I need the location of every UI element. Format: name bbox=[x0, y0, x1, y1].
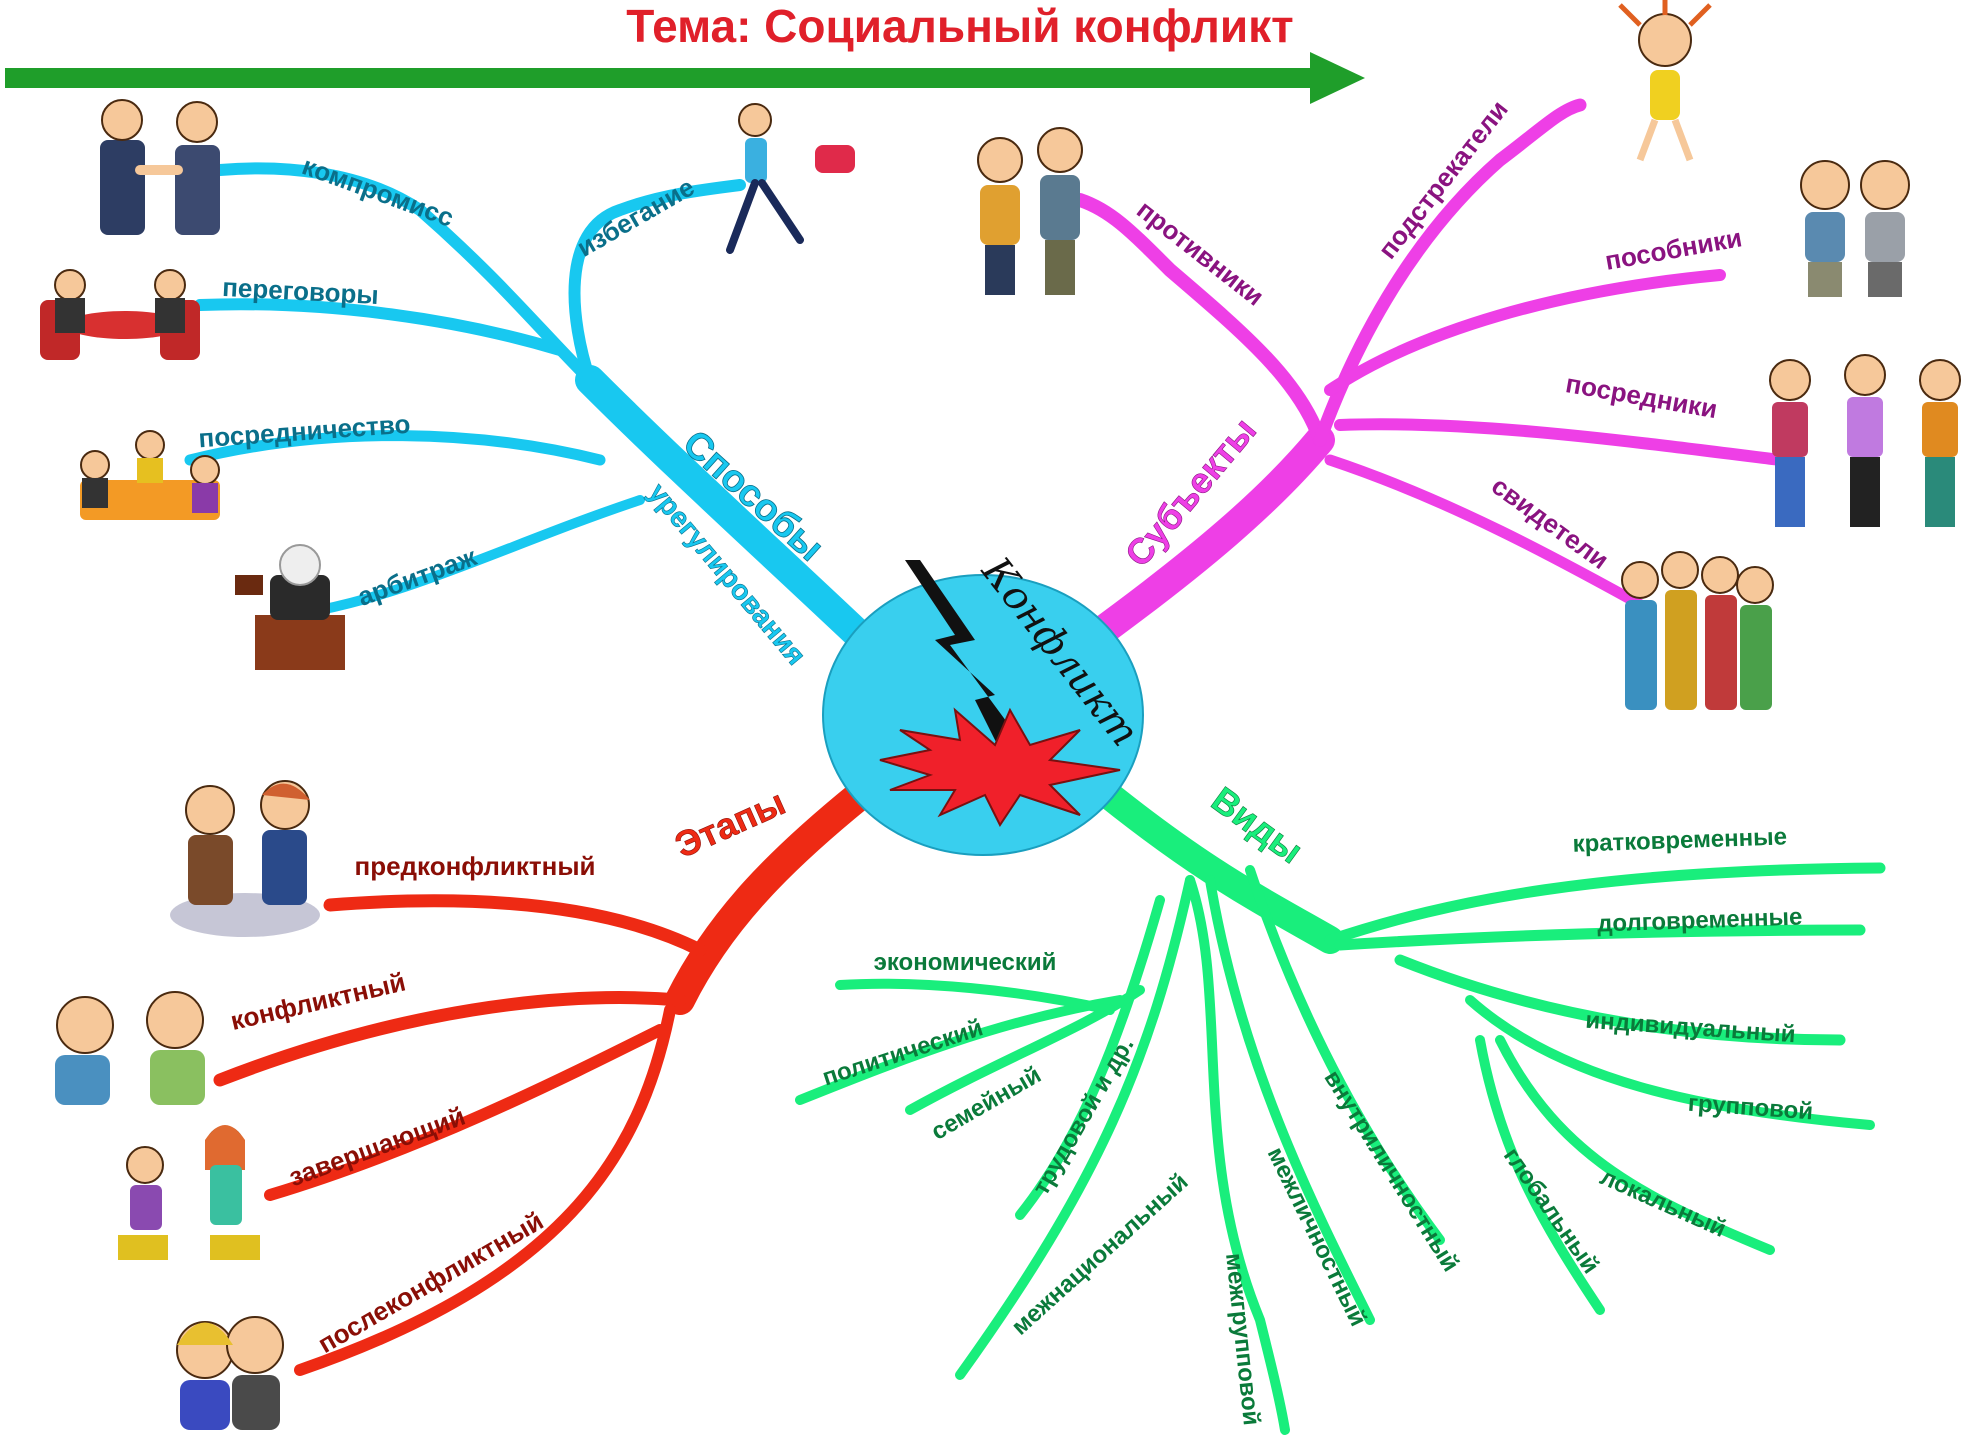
instigator-illustration bbox=[1618, 0, 1712, 162]
types-item-local: локальный bbox=[1596, 1163, 1730, 1242]
handshake-illustration bbox=[100, 99, 220, 235]
mediators-illustration bbox=[1769, 354, 1961, 527]
types-item-short-term: кратковременные bbox=[1572, 823, 1787, 857]
lightning-burst-icon bbox=[879, 560, 1121, 827]
types-item-intergroup: межгрупповой bbox=[1220, 1252, 1265, 1427]
types-item-economic: экономический bbox=[874, 949, 1057, 976]
sposoby-item-compromise: компромисс bbox=[298, 150, 457, 232]
types-item-individual: индивидуальный bbox=[1585, 1007, 1797, 1049]
branch-types bbox=[795, 766, 1886, 1435]
branch-subjects bbox=[1073, 98, 1786, 655]
types-label: Виды bbox=[1204, 778, 1310, 871]
branch-stages bbox=[213, 780, 875, 1376]
witnesses-illustration bbox=[1621, 551, 1774, 710]
subjects-item-instigators: подстрекатели bbox=[1372, 95, 1514, 265]
sposoby-item-avoidance: избегание bbox=[572, 172, 700, 263]
negotiation-illustration bbox=[40, 269, 200, 360]
mediation-illustration bbox=[80, 430, 220, 520]
sposoby-item-mediation: посредничество bbox=[197, 409, 411, 454]
types-item-intrapersonal: внутриличностный bbox=[1319, 1066, 1465, 1277]
postconflict-illustration bbox=[176, 1316, 284, 1430]
stages-item-postconflict: послеконфликтный bbox=[313, 1206, 549, 1359]
page-title: Тема: Социальный конфликт bbox=[626, 0, 1293, 52]
types-item-group: групповой bbox=[1687, 1090, 1814, 1126]
accomplices-illustration bbox=[1800, 160, 1910, 297]
center-node: Конфликт bbox=[822, 548, 1148, 856]
stages-item-preconflict: предконфликтный bbox=[354, 851, 595, 881]
sposoby-item-arbitration: арбитраж bbox=[354, 541, 481, 612]
final-stage-illustration bbox=[118, 1125, 260, 1260]
subjects-item-mediators: посредники bbox=[1564, 368, 1720, 424]
conflict-illustration bbox=[55, 991, 205, 1105]
types-item-global: глобальный bbox=[1498, 1143, 1604, 1279]
stages-item-final: завершающий bbox=[285, 1101, 469, 1193]
opponents-illustration bbox=[977, 127, 1083, 295]
running-woman-illustration bbox=[726, 103, 855, 254]
types-item-interpersonal: межличностный bbox=[1262, 1143, 1372, 1330]
branch-sposoby bbox=[184, 162, 895, 670]
subjects-item-accomplices: пособники bbox=[1603, 222, 1744, 276]
judge-illustration bbox=[235, 544, 345, 670]
preconflict-illustration bbox=[170, 780, 320, 937]
timeline-arrow bbox=[5, 52, 1365, 104]
